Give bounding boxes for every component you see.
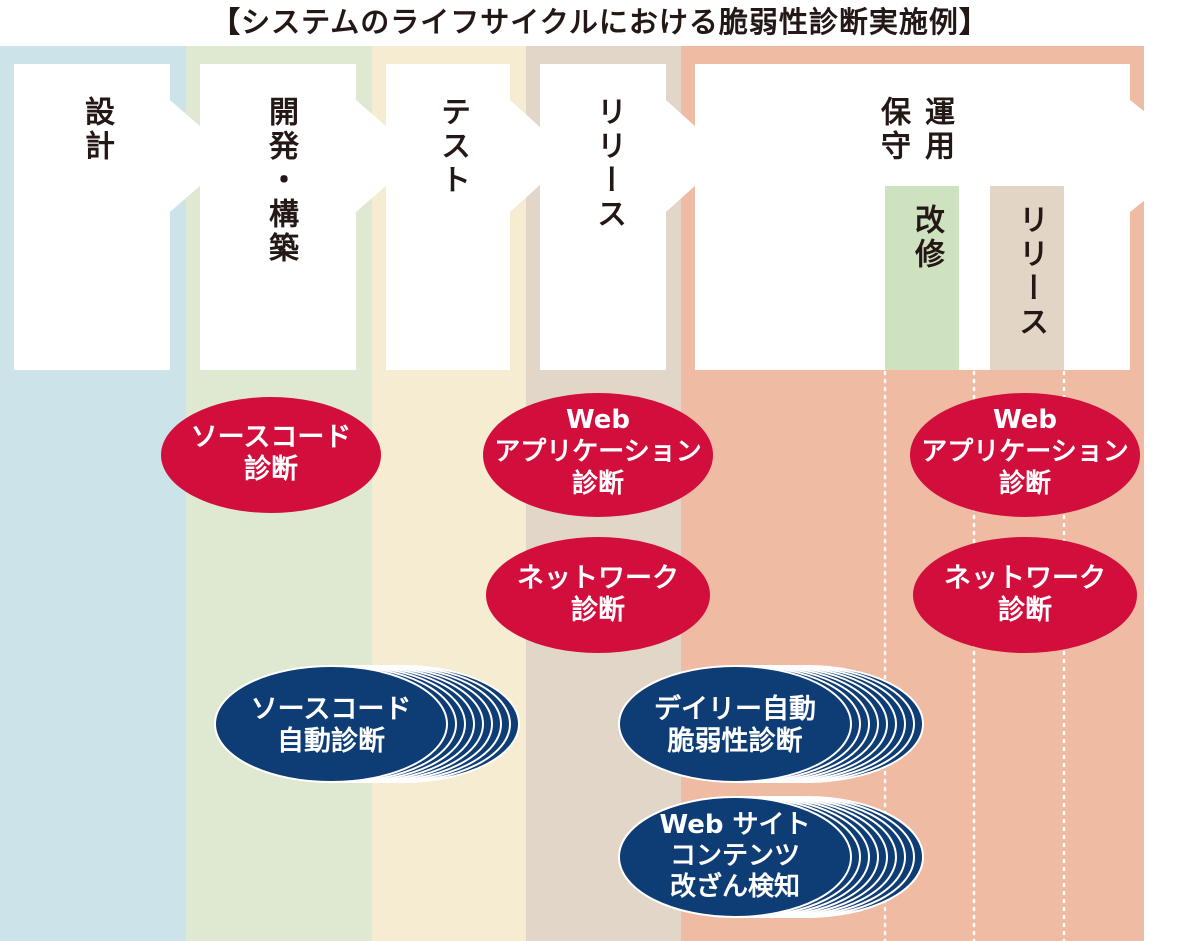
phase-label-operation: 運用保守 <box>875 96 954 164</box>
subphase-box-modify <box>885 186 959 370</box>
daily-auto-label: デイリー自動 脆弱性診断 <box>654 694 816 757</box>
subphase-label-modify: 改修 <box>909 204 944 272</box>
subphase-label-rerelease: リリース <box>1013 204 1048 340</box>
source-code-diagnosis-label: ソースコード 診断 <box>190 422 352 485</box>
website-monitor-label: Web サイト コンテンツ 改ざん検知 <box>659 810 811 902</box>
web-app-diagnosis-release-label: Web アプリケーション 診断 <box>494 405 702 499</box>
source-code-auto-label: ソースコード 自動診断 <box>250 694 412 757</box>
phase-label-release: リリース <box>591 96 626 232</box>
daily-auto-stack <box>618 665 924 783</box>
network-diagnosis-release-ellipse <box>486 537 710 653</box>
auto-ellipse-front <box>618 796 852 918</box>
network-diagnosis-operation-ellipse <box>913 537 1137 653</box>
phase-box-development <box>200 64 420 370</box>
subphase-box-rerelease <box>990 186 1064 370</box>
phase-box-test <box>386 64 572 370</box>
diagram-title: 【システムのライフサイクルにおける脆弱性診断実施例】 <box>211 5 989 39</box>
network-diagnosis-operation-label: ネットワーク 診断 <box>944 563 1106 626</box>
network-diagnosis-release-label: ネットワーク 診断 <box>517 563 679 626</box>
web-app-diagnosis-operation-label: Web アプリケーション 診断 <box>921 405 1129 499</box>
web-app-diagnosis-release-ellipse <box>483 393 713 517</box>
auto-ellipse-front <box>618 665 852 783</box>
phase-label-design: 設計 <box>79 96 114 164</box>
phase-label-development: 開発・構築 <box>263 96 298 266</box>
auto-ellipse-front <box>214 665 448 783</box>
phase-box-release <box>540 64 728 370</box>
phase-label-test: テスト <box>435 96 470 198</box>
web-app-diagnosis-operation-ellipse <box>910 393 1140 517</box>
source-code-auto-stack <box>214 665 520 783</box>
source-code-diagnosis-ellipse <box>161 397 381 513</box>
phase-box-design <box>14 64 234 370</box>
website-monitor-stack <box>618 796 924 918</box>
